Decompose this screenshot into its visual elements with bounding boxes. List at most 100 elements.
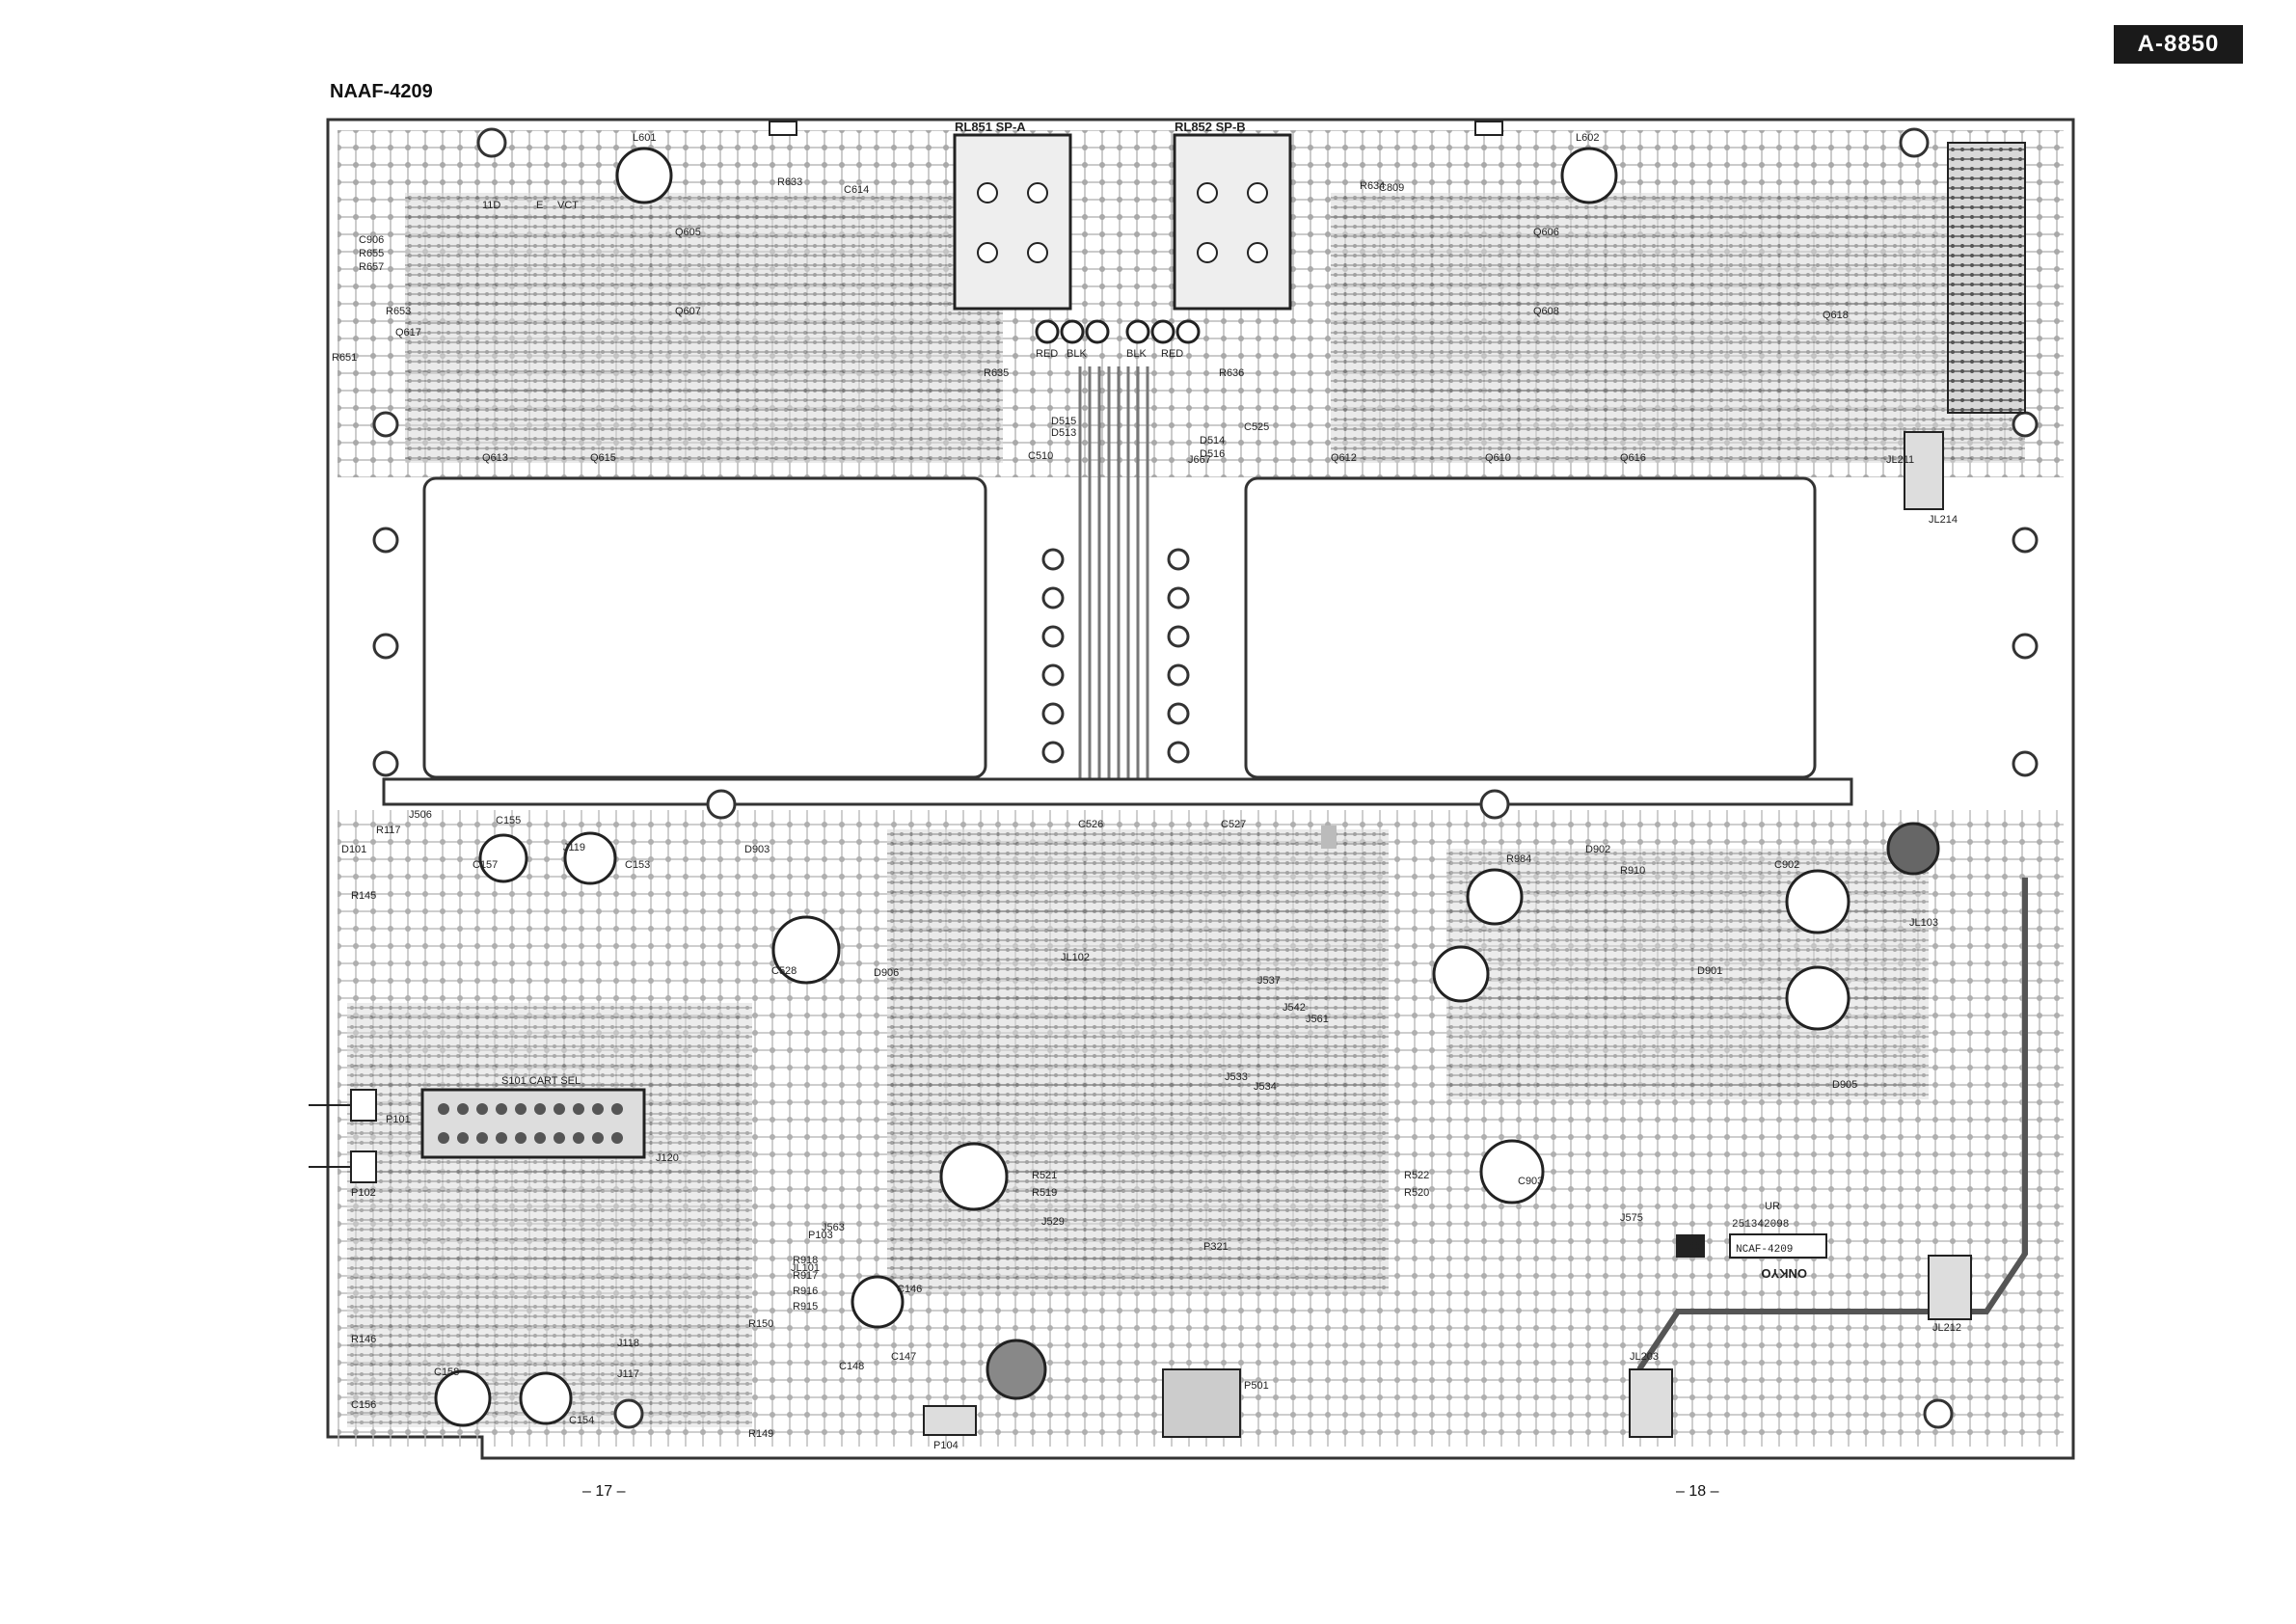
silkscreen-label: C902	[1774, 859, 1799, 871]
silkscreen-label: R916	[793, 1286, 818, 1297]
center-bus	[1078, 366, 1149, 791]
label-relay-a: RL851 SP-A	[955, 120, 1026, 134]
ec-mark-box	[1676, 1234, 1705, 1258]
maker-logo: ONKYO	[1761, 1266, 1807, 1281]
silkscreen-label: J506	[409, 809, 432, 821]
silkscreen-label: J533	[1225, 1071, 1248, 1083]
silkscreen-label: C154	[569, 1415, 594, 1426]
silkscreen-label: D514	[1200, 435, 1225, 447]
silkscreen-label: C906	[359, 234, 384, 246]
label-pad-red-1: RED	[1036, 348, 1058, 360]
silkscreen-label: D903	[744, 844, 770, 855]
jumper-labels: J117 J118 J119 J120 J506 J529 J533 J534 …	[409, 454, 1643, 1380]
label-terminal-e: E	[536, 200, 543, 211]
silkscreen-label: J542	[1283, 1002, 1306, 1014]
silkscreen-label: P102	[351, 1187, 376, 1199]
right-header-block	[1947, 142, 2026, 414]
silkscreen-label: C903	[1518, 1176, 1543, 1187]
silkscreen-label: P103	[808, 1230, 833, 1241]
top-marker-left	[769, 121, 797, 136]
silkscreen-label: Q618	[1823, 310, 1849, 321]
output-pads	[1041, 548, 1190, 764]
label-pad-blk-1: BLK	[1067, 348, 1087, 360]
label-terminal-11d: 11D	[482, 200, 500, 211]
silkscreen-label: J120	[656, 1152, 679, 1164]
silkscreen-label: P101	[386, 1114, 411, 1125]
silkscreen-label: P501	[1244, 1380, 1269, 1392]
label-terminal-vct: VCT	[557, 200, 579, 211]
silkscreen-label: P104	[933, 1440, 959, 1451]
silkscreen-label: J118	[617, 1338, 639, 1349]
silkscreen-label: Q613	[482, 452, 508, 464]
silkscreen-label: R633	[777, 176, 802, 188]
connector-jl203	[1629, 1368, 1673, 1438]
electrolytic-caps	[434, 831, 1850, 1427]
board-title: NAAF-4209	[330, 81, 433, 102]
silkscreen-label: Q606	[1533, 227, 1559, 238]
silkscreen-label: J529	[1041, 1216, 1065, 1228]
silkscreen-label: R150	[748, 1318, 773, 1330]
silkscreen-label: C809	[1379, 182, 1404, 194]
silkscreen-label: R651	[332, 352, 357, 364]
capacitor-labels: C155 C156 C157 C153 C158 C154 C146 C147 …	[351, 182, 1799, 1426]
silkscreen-label: D516	[1200, 448, 1225, 460]
silkscreen-label: Q615	[590, 452, 616, 464]
silkscreen-label: Q610	[1485, 452, 1511, 464]
connector-p104	[923, 1405, 977, 1436]
large-filter-cap-2	[986, 1339, 1047, 1400]
silkscreen-label: J534	[1254, 1081, 1277, 1093]
silkscreen-label: JL203	[1630, 1351, 1659, 1363]
ec-mark: EC	[1682, 1239, 1700, 1254]
model-badge: A-8850	[2114, 25, 2243, 64]
board-code: NCAF-4209	[1736, 1244, 1793, 1256]
inductor-l602	[1560, 147, 1618, 204]
silkscreen-label: JL101	[791, 1262, 820, 1274]
silkscreen-label: C156	[351, 1399, 376, 1411]
silkscreen-label: P321	[1203, 1241, 1229, 1253]
silkscreen-label: JL211	[1886, 454, 1914, 466]
silkscreen-label: C527	[1221, 819, 1246, 830]
transistor-labels: Q605 Q606 Q607 Q608 Q610 Q612 Q613 Q615 …	[395, 227, 1849, 464]
silkscreen-label: JL103	[1909, 917, 1938, 929]
ul-mark: UR	[1765, 1201, 1780, 1212]
board-code-box	[1729, 1233, 1827, 1259]
upper-dense-right	[1331, 193, 2025, 463]
silkscreen-label: D906	[874, 967, 899, 979]
connector-labels: P101 P102 P103 P104 P321 P501 JL101 JL10…	[351, 454, 1961, 1451]
silkscreen-label: D101	[341, 844, 366, 855]
relay-sp-b	[1173, 133, 1292, 311]
part-number: 251342098	[1732, 1219, 1789, 1231]
silkscreen-label: Q616	[1620, 452, 1646, 464]
silkscreen-label: R145	[351, 890, 376, 902]
connector-p501	[1162, 1368, 1241, 1438]
silkscreen-label: C526	[1078, 819, 1103, 830]
silkscreen-label: R915	[793, 1301, 818, 1313]
heatsink-window-right	[1244, 476, 1817, 779]
silkscreen-label: J119	[563, 842, 585, 853]
silkscreen-label: R522	[1404, 1170, 1429, 1181]
silkscreen-label: J575	[1620, 1212, 1643, 1224]
silkscreen-label: R655	[359, 248, 384, 259]
connector-jl214	[1904, 431, 1944, 510]
ic-selector-block	[420, 1088, 646, 1159]
silkscreen-label: R520	[1404, 1187, 1429, 1199]
silkscreen-label: C510	[1028, 450, 1053, 462]
silkscreen-label: R519	[1032, 1187, 1057, 1199]
lower-dense-mid	[887, 829, 1389, 1292]
mid-marker	[1321, 826, 1337, 849]
label-pad-red-2: RED	[1161, 348, 1183, 360]
silkscreen-label: D901	[1697, 965, 1722, 977]
silkscreen-label: J537	[1257, 975, 1281, 987]
silkscreen-label: R635	[984, 367, 1009, 379]
silkscreen-label: D513	[1051, 427, 1076, 439]
silkscreen-label: C155	[496, 815, 521, 826]
silkscreen-label: JL212	[1932, 1322, 1961, 1334]
silkscreen-label: C157	[473, 859, 498, 871]
lower-dense-right	[1446, 849, 1929, 1099]
top-marker-right	[1474, 121, 1503, 136]
silkscreen-label: Q617	[395, 327, 421, 338]
silkscreen-label: C158	[434, 1367, 459, 1378]
connector-jl212	[1928, 1255, 1972, 1320]
silkscreen-label: C146	[897, 1284, 922, 1295]
